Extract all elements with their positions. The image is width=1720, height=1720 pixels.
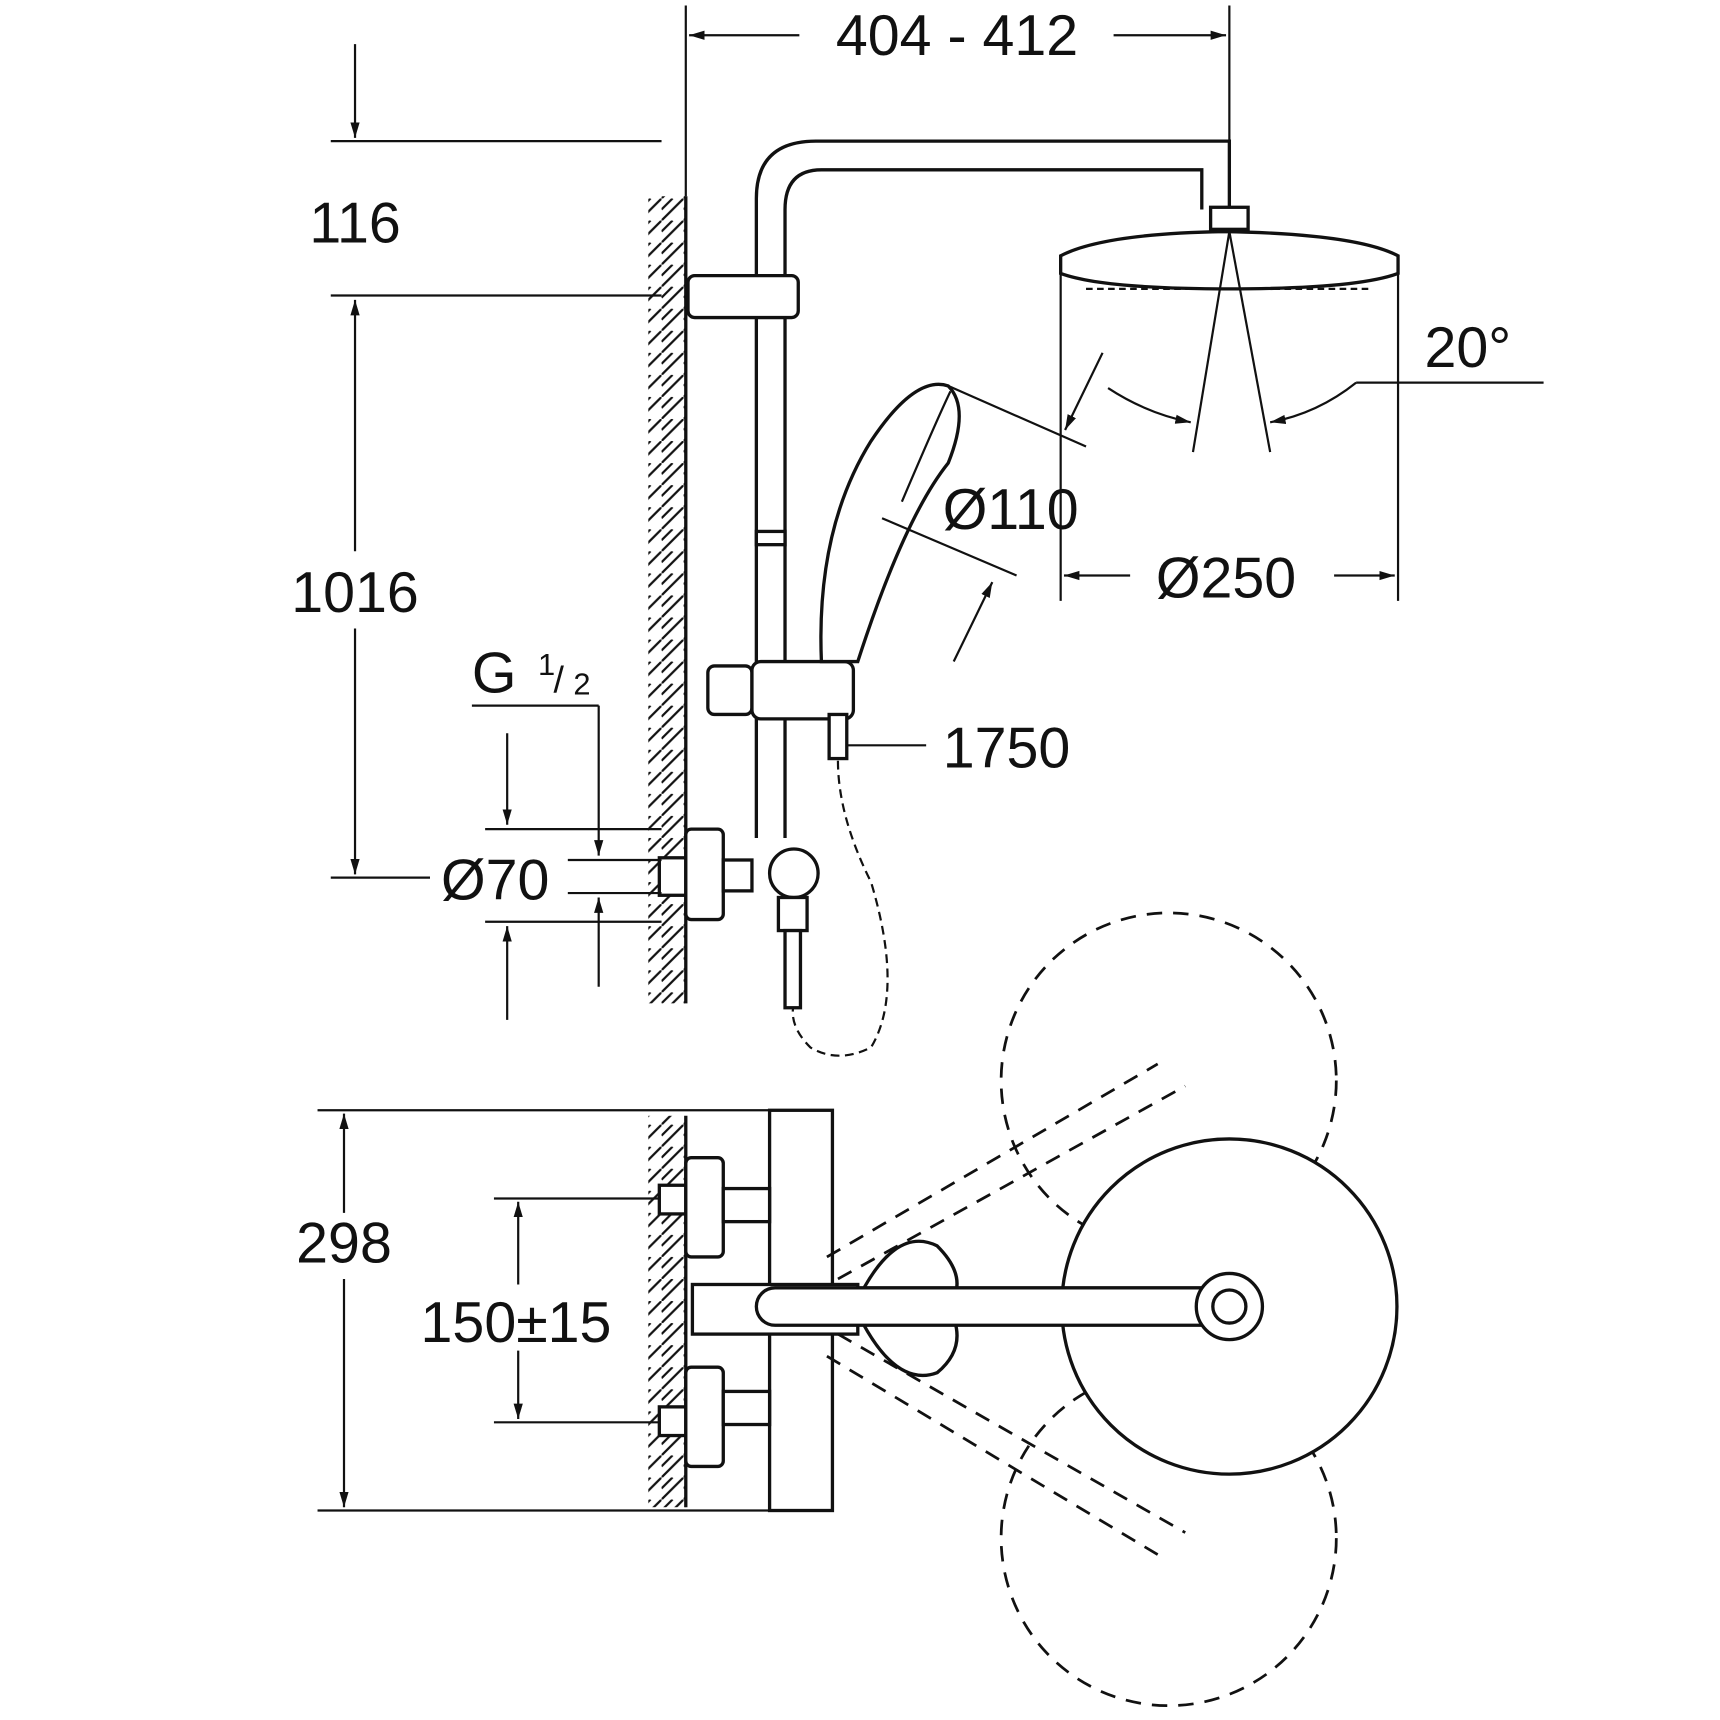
wall-hatching [648, 196, 688, 1508]
wall-connection: Ø70 G 1 / 2 [441, 641, 820, 1020]
shower-rail: 1750 [686, 139, 1232, 838]
dim-head-offset: 116 [309, 192, 400, 256]
hand-shower: Ø110 [791, 352, 1104, 1057]
dim-head-diameter: Ø250 [1156, 547, 1296, 611]
dim-thread: G [472, 641, 517, 705]
head-shower: 20° Ø250 [1059, 205, 1544, 611]
dim-wall-diameter: Ø70 [441, 849, 549, 913]
dim-height: 1016 [291, 561, 419, 625]
top-view: 298 150±15 [296, 911, 1399, 1708]
dim-angle: 20° [1425, 316, 1512, 380]
fraction-slash: / [553, 658, 564, 700]
dimension-top-width: 404 - 412 [684, 4, 1231, 197]
dim-top-width: 404 - 412 [836, 4, 1078, 68]
dim-mixer-height: 298 [296, 1211, 392, 1275]
dim-hose-length: 1750 [943, 716, 1071, 780]
dimension-height: 116 1016 [291, 44, 662, 879]
dim-hand-shower-diameter: Ø110 [943, 478, 1079, 542]
dim-inlet-spacing: 150±15 [421, 1291, 612, 1355]
dim-thread-numerator: 1 [538, 647, 555, 682]
dim-thread-denominator: 2 [573, 667, 590, 702]
